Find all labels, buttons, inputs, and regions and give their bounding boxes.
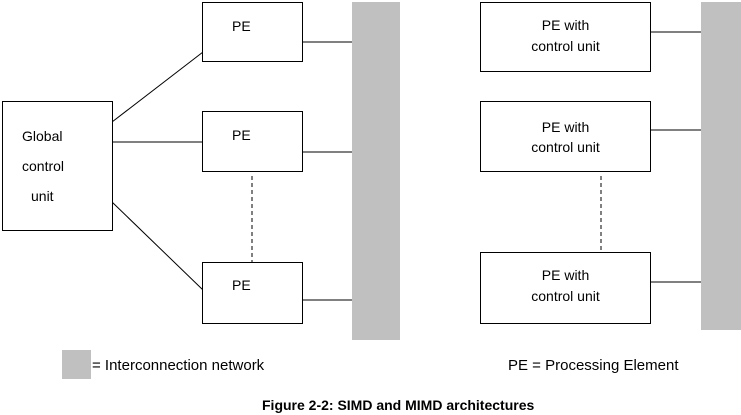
legend-network-swatch bbox=[62, 350, 91, 379]
mimd-pe-box-top: PE with control unit bbox=[480, 2, 651, 72]
global-control-unit-box: Global control unit bbox=[2, 101, 113, 231]
simd-pe-box-top: PE bbox=[202, 2, 303, 62]
legend-pe-definition: PE = Processing Element bbox=[508, 357, 679, 374]
gcu-to-pe-bottom-line bbox=[111, 201, 204, 291]
legend-network-label: = Interconnection network bbox=[92, 357, 265, 374]
gcu-label-line2: control bbox=[22, 158, 65, 174]
simd-pe-box-bottom: PE bbox=[202, 262, 303, 324]
simd-pe-label: PE bbox=[232, 277, 251, 293]
figure-caption: Figure 2-2: SIMD and MIMD architectures bbox=[262, 397, 535, 413]
simd-pe-label: PE bbox=[232, 127, 251, 143]
mimd-pe-label-line2: control unit bbox=[531, 38, 600, 54]
gcu-label-line1: Global bbox=[22, 128, 63, 144]
mimd-interconnection-network bbox=[701, 2, 741, 330]
gcu-to-pe-top-line bbox=[111, 51, 204, 123]
simd-pe-label: PE bbox=[232, 18, 251, 34]
simd-pe-box-middle: PE bbox=[202, 111, 303, 172]
mimd-pe-label-line1: PE with bbox=[541, 17, 590, 33]
mimd-pe-box-bottom: PE with control unit bbox=[480, 252, 651, 324]
mimd-pe-box-middle: PE with control unit bbox=[480, 101, 651, 172]
mimd-pe-label-line1: PE with bbox=[541, 119, 590, 135]
mimd-pe-label-line1: PE with bbox=[541, 267, 590, 283]
simd-interconnection-network bbox=[352, 2, 400, 340]
mimd-pe-label-line2: control unit bbox=[531, 288, 600, 304]
gcu-label-line3: unit bbox=[31, 188, 54, 204]
mimd-pe-label-line2: control unit bbox=[531, 139, 600, 155]
